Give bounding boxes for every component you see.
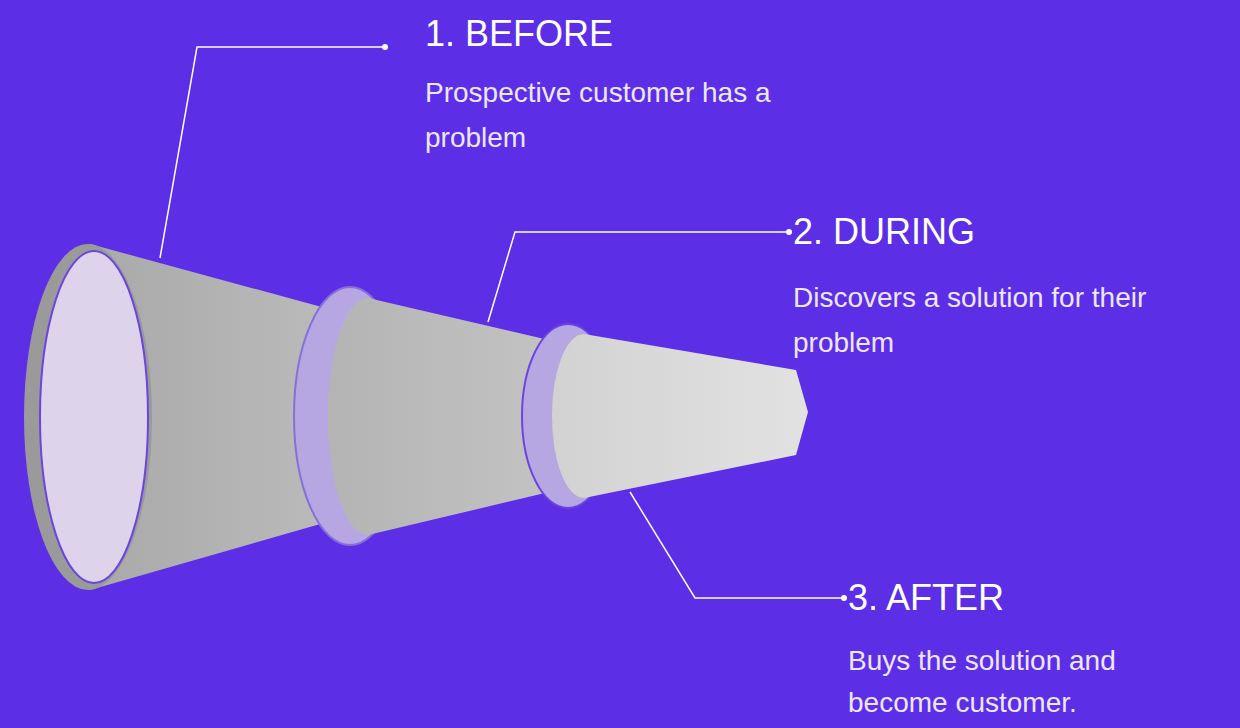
- stage-heading: 1. BEFORE: [425, 12, 825, 56]
- stage-description: Buys the solution and become customer.: [848, 640, 1220, 724]
- leader-dot: [841, 595, 847, 601]
- leader-line: [160, 47, 385, 258]
- stage-heading: 2. DURING: [793, 210, 1193, 254]
- leader-dot: [786, 229, 792, 235]
- stage-heading: 3. AFTER: [848, 576, 1218, 620]
- leader-dot: [382, 44, 388, 50]
- funnel-opening: [40, 251, 148, 583]
- stage-description: Discovers a solution for their problem: [793, 275, 1198, 365]
- stage-description: Prospective customer has a problem: [425, 70, 775, 160]
- funnel-rim: [24, 244, 152, 590]
- leader-dots: [382, 44, 847, 601]
- funnel-segment: [552, 334, 808, 498]
- leader-line: [630, 492, 843, 598]
- leader-lines: [160, 47, 843, 598]
- leader-line: [488, 232, 788, 322]
